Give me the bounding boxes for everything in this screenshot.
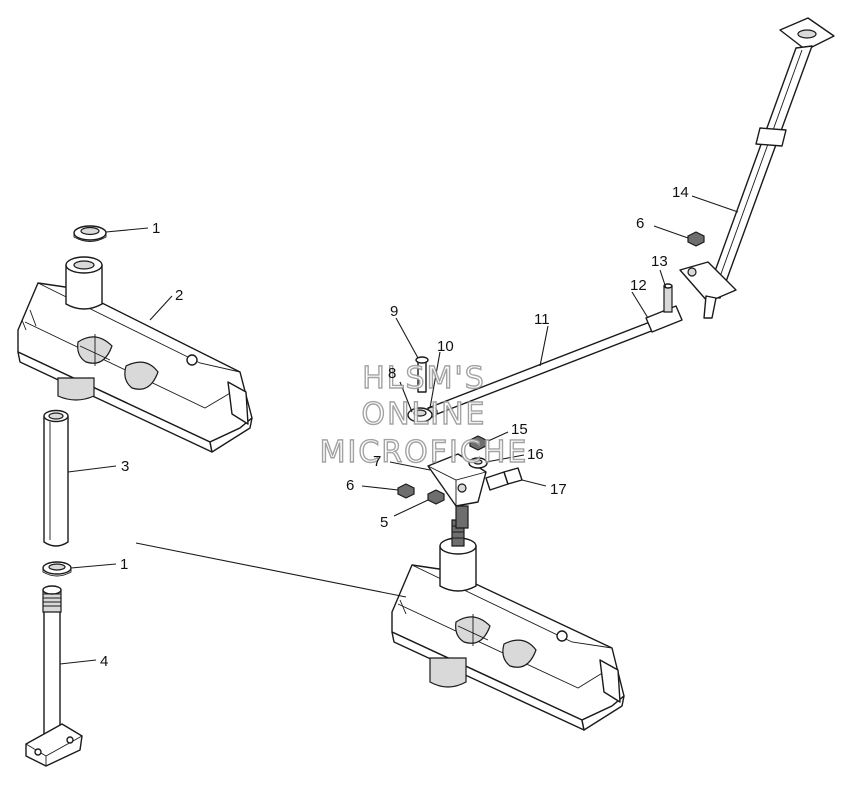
callout-15: 15 bbox=[511, 421, 528, 438]
callout-13: 13 bbox=[651, 253, 668, 270]
callout-10: 10 bbox=[437, 338, 454, 355]
nut-upper bbox=[687, 231, 705, 247]
watermark-line-2: ONLINE bbox=[361, 397, 486, 432]
pivot-tube bbox=[43, 409, 69, 547]
axle-housing-lower bbox=[391, 519, 625, 731]
callout-9: 9 bbox=[390, 303, 398, 320]
callout-11: 11 bbox=[534, 311, 550, 328]
watermark: HLSM'S ONLINE MICROFICHE bbox=[319, 360, 529, 470]
washer-16 bbox=[468, 457, 488, 469]
callout-14: 14 bbox=[672, 184, 689, 201]
assembly-leader bbox=[135, 542, 407, 598]
nut-5 bbox=[427, 489, 445, 505]
callout-6-upper: 6 bbox=[636, 215, 644, 232]
leader-lines bbox=[59, 195, 739, 665]
bolt-9 bbox=[415, 356, 429, 393]
callout-1-upper: 1 bbox=[152, 220, 160, 237]
steering-column bbox=[679, 17, 835, 319]
washer-lower bbox=[42, 561, 72, 577]
callout-17: 17 bbox=[550, 481, 567, 498]
callout-5: 5 bbox=[380, 514, 388, 531]
callout-16: 16 bbox=[527, 446, 544, 463]
watermark-line-3: MICROFICHE bbox=[320, 435, 529, 470]
axle-housing-upper bbox=[17, 256, 253, 453]
callout-7: 7 bbox=[373, 453, 381, 470]
callout-2: 2 bbox=[175, 287, 183, 304]
callout-labels: 1 2 3 1 4 5 6 7 8 9 10 11 12 13 14 6 15 … bbox=[100, 184, 689, 670]
callout-1-lower: 1 bbox=[120, 556, 128, 573]
callout-6-lower: 6 bbox=[346, 477, 354, 494]
spindle bbox=[25, 585, 83, 767]
callout-8: 8 bbox=[388, 365, 396, 382]
callout-12: 12 bbox=[630, 277, 647, 294]
washer-8 bbox=[407, 407, 433, 423]
washer-upper bbox=[73, 225, 107, 242]
callout-4: 4 bbox=[100, 653, 108, 670]
nut-lower-6 bbox=[397, 483, 415, 499]
watermark-line-1: HLSM'S bbox=[362, 361, 486, 396]
nut-15 bbox=[469, 435, 487, 451]
bolt-17 bbox=[485, 467, 523, 491]
callout-3: 3 bbox=[121, 458, 129, 475]
